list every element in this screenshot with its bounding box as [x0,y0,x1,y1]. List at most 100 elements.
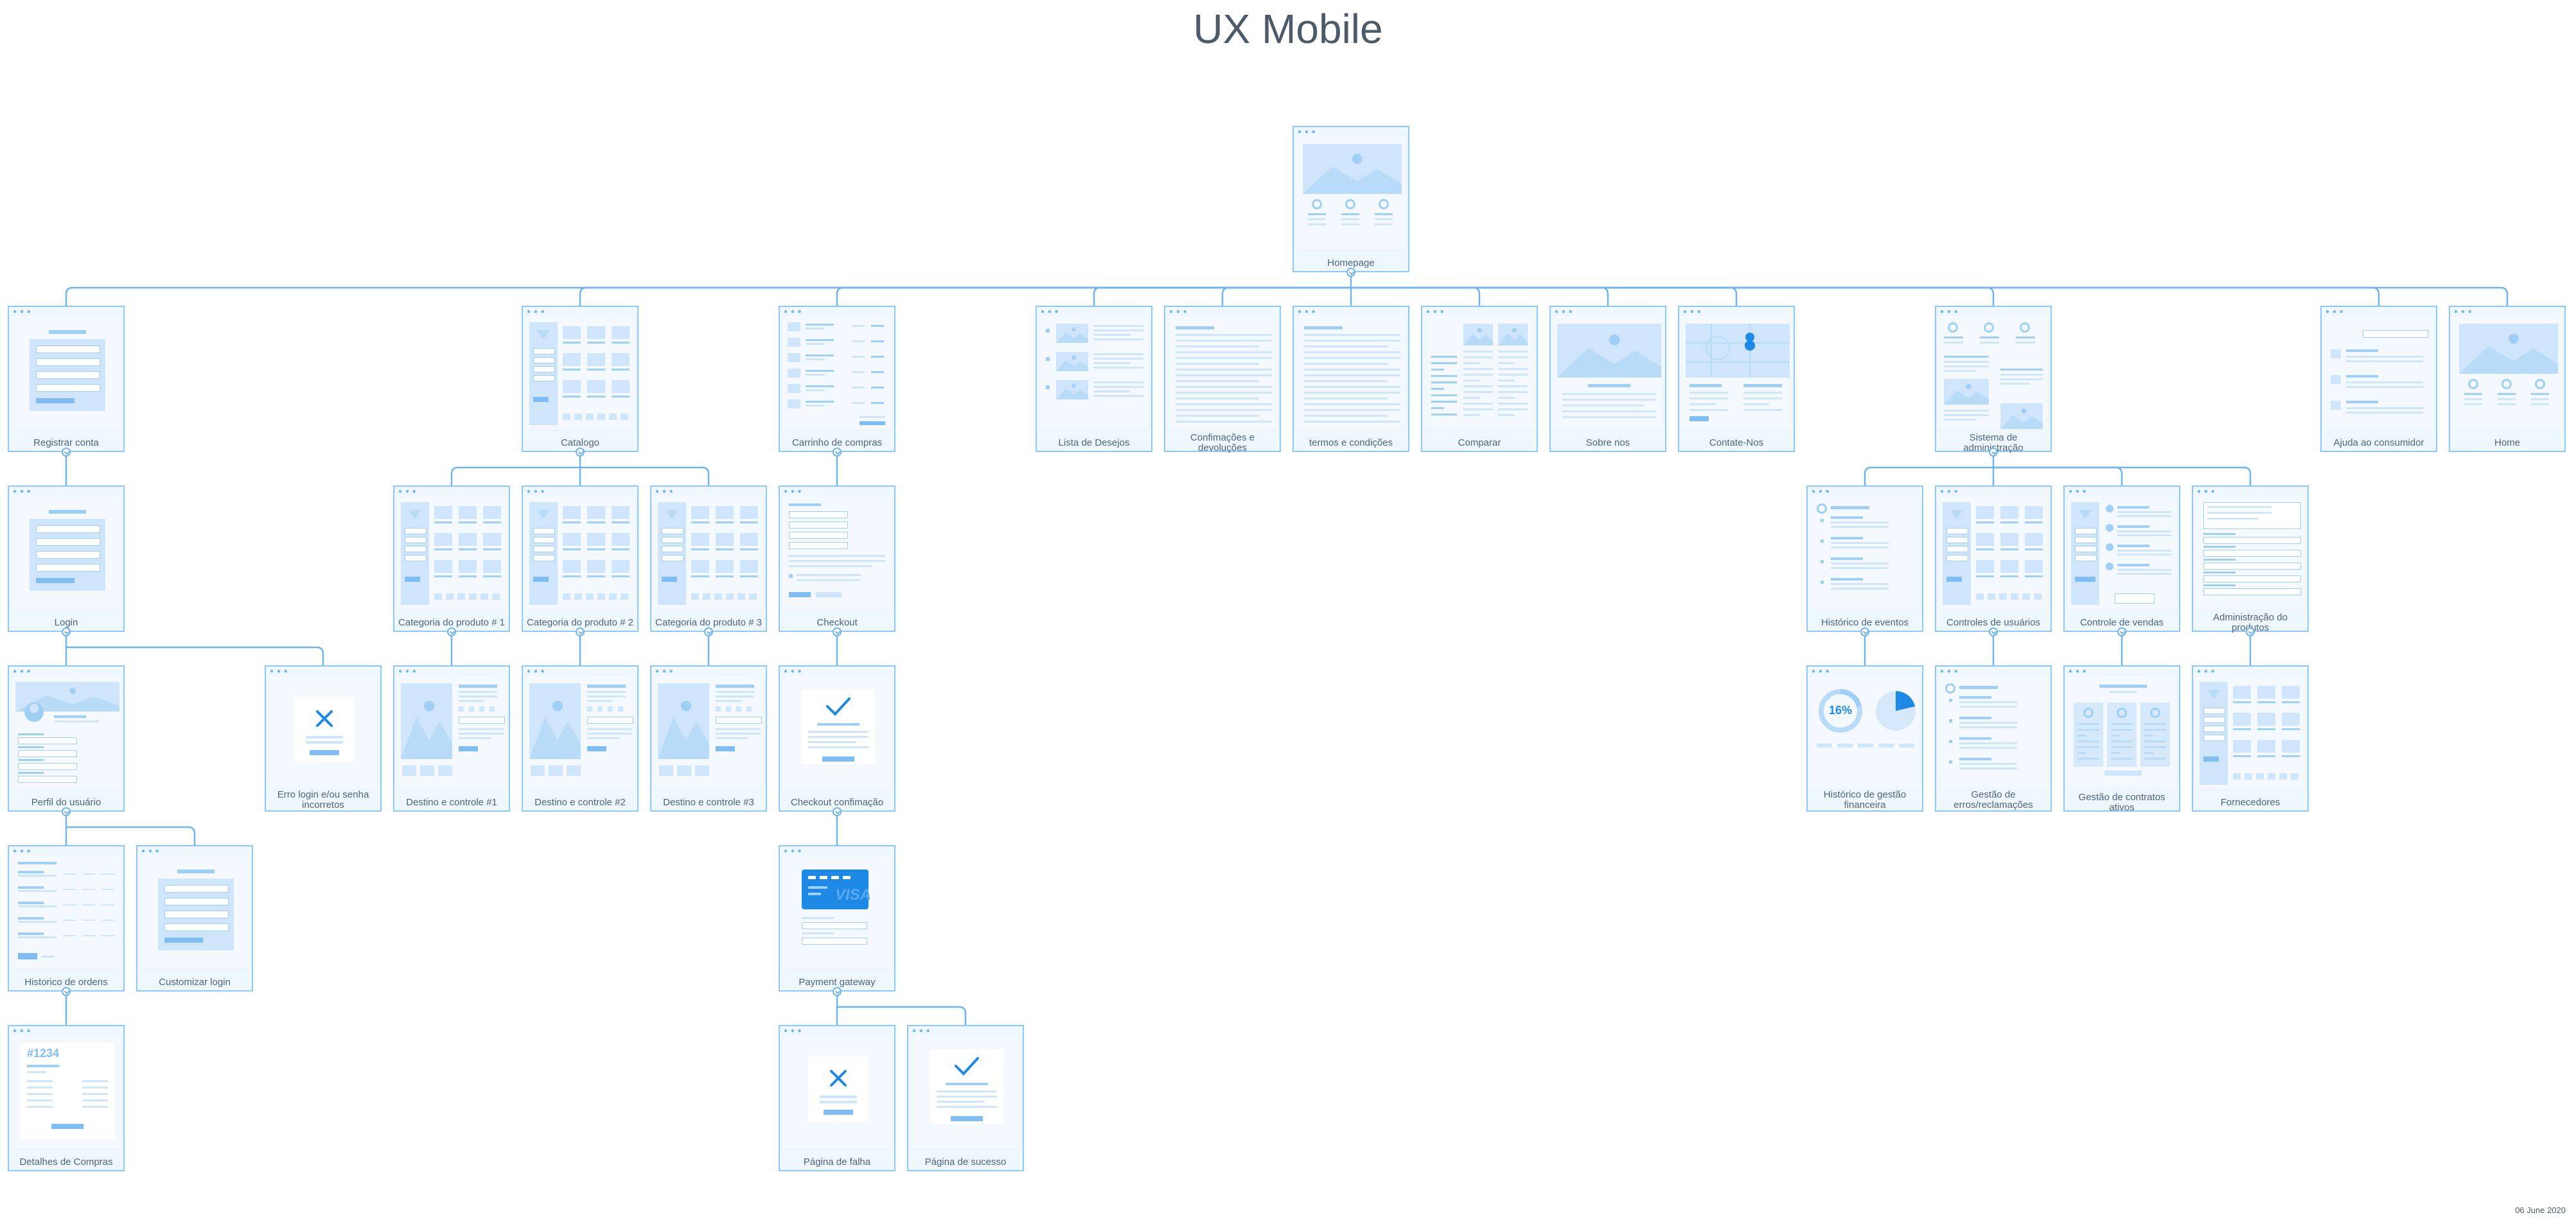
window-dots-icon: ● ● ● [1683,308,1702,315]
wireframe-thumbnail [525,677,635,789]
wireframe-thumbnail [2067,497,2176,609]
wireframe-thumbnail [1939,677,2048,789]
screen-label: Confimações e devoluções [1190,432,1255,453]
screen-node-registrar: ● ● ●Registrar conta [8,306,125,452]
expand-toggle-icon[interactable] [2117,627,2126,636]
expand-toggle-icon[interactable] [62,807,71,816]
screen-label: Página de sucesso [924,1157,1007,1167]
screen-label: Detalhes de Compras [19,1157,113,1167]
expand-toggle-icon[interactable] [1989,448,1998,457]
screen-label: Customizar login [159,977,231,988]
expand-toggle-icon[interactable] [1989,627,1998,636]
wireframe-thumbnail [1425,317,1534,429]
screen-label: Histórico de gestão financeira [1823,789,1907,810]
window-dots-icon: ● ● ● [784,668,802,675]
expand-toggle-icon[interactable] [62,627,71,636]
expand-toggle-icon[interactable] [833,448,842,457]
screen-node-adm_produtos: ● ● ●Administração do produtos [2192,485,2309,633]
wireframe-thumbnail [12,497,121,609]
screen-node-termos: ● ● ●termos e condições [1292,306,1409,452]
screen-label: termos e condições [1309,437,1393,448]
wireframe-thumbnail [525,317,635,429]
screen-node-destino2: ● ● ●Destino e controle #2 [522,665,639,812]
screen-node-gestao_erros: ● ● ●Gestão de erros/reclamações [1935,665,2052,812]
connector-line [837,1006,967,1025]
window-dots-icon: ● ● ● [270,668,288,675]
expand-toggle-icon[interactable] [62,987,71,996]
window-dots-icon: ● ● ● [13,848,31,855]
wireframe-thumbnail [654,497,763,609]
screen-node-cat1: ● ● ●Categoria do produto # 1 [393,485,510,632]
connector-line [1351,286,2380,306]
wireframe-thumbnail [140,857,249,968]
expand-toggle-icon[interactable] [62,448,71,457]
expand-toggle-icon[interactable] [833,807,842,816]
screen-label: Destino e controle #1 [406,797,497,808]
screen-node-custom_login: ● ● ● Customizar login [136,845,253,992]
connector-line [1351,286,1481,306]
window-dots-icon: ● ● ● [398,668,417,675]
screen-label: Categoria do produto # 1 [398,617,505,628]
screen-label: Categoria do produto # 3 [655,617,762,628]
screen-node-destino3: ● ● ●Destino e controle #3 [650,665,767,812]
connector-line [1351,286,1738,306]
wireframe-thumbnail [12,677,121,789]
screen-label: Home [2494,437,2520,448]
window-dots-icon: ● ● ● [13,668,31,675]
screen-node-contate: ● ● ●Contate-Nos [1678,306,1795,452]
window-dots-icon: ● ● ● [2325,308,2344,315]
wireframe-thumbnail: VISA [782,857,892,968]
screen-node-ctrl_vendas: ● ● ●Controle de vendas [2063,485,2180,632]
expand-toggle-icon[interactable] [576,448,585,457]
expand-toggle-icon[interactable] [704,627,713,636]
screen-node-confirmacoes: ● ● ●Confimações e devoluções [1164,306,1281,453]
screen-node-login: ● ● ●Login [8,485,125,632]
screen-node-sobre: ● ● ●Sobre nos [1549,306,1666,452]
window-dots-icon: ● ● ● [784,848,802,855]
invoice-number: #1234 [27,1047,60,1060]
page-title: UX Mobile [1193,6,1383,52]
expand-toggle-icon[interactable] [833,627,842,636]
wireframe-thumbnail [782,677,892,789]
connector-line [66,826,196,845]
window-dots-icon: ● ● ● [912,1027,931,1035]
connector-line [579,286,1351,306]
expand-toggle-icon[interactable] [576,627,585,636]
expand-toggle-icon[interactable] [833,987,842,996]
screen-label: Erro login e/ou senha incorretos [277,789,369,810]
wireframe-thumbnail [397,497,506,609]
screen-node-ctrl_usuarios: ● ● ●Controles de usuários [1935,485,2052,632]
wireframe-thumbnail [2196,497,2305,609]
screen-node-carrinho: ● ● ●Carrinho de compras [779,306,895,452]
connector-line [580,466,710,485]
wireframe-thumbnail [911,1036,1020,1148]
screen-label: Controles de usuários [1946,617,2040,628]
screen-node-admin: ● ● ●Sistema de administração [1935,306,2052,453]
expand-toggle-icon[interactable] [2246,627,2255,636]
wireframe-thumbnail [12,317,121,429]
screen-label: Categoria do produto # 2 [527,617,633,628]
window-dots-icon: ● ● ● [2454,308,2473,315]
wireframe-thumbnail [525,497,635,609]
wireframe-thumbnail [1039,317,1149,429]
wireframe-thumbnail [1553,317,1663,429]
connector-line [1993,466,2123,485]
connector-line [66,646,324,665]
window-dots-icon: ● ● ● [527,308,545,315]
screen-node-fornecedores: ● ● ●Fornecedores [2192,665,2309,812]
screen-label: Histórico de eventos [1821,617,1909,628]
window-dots-icon: ● ● ● [784,488,802,495]
screen-node-homepage: ● ● ●Homepage [1292,126,1409,272]
screen-label: Destino e controle #3 [663,797,754,808]
screen-node-ajuda: ● ● ●Ajuda ao consumidor [2320,306,2437,452]
screen-node-falha: ● ● ●Página de falha [779,1025,895,1171]
window-dots-icon: ● ● ● [1298,128,1316,136]
wireframe-thumbnail [269,677,378,789]
expand-toggle-icon[interactable] [1346,268,1355,277]
window-dots-icon: ● ● ● [141,848,160,855]
window-dots-icon: ● ● ● [13,488,31,495]
expand-toggle-icon[interactable] [1860,627,1869,636]
expand-toggle-icon[interactable] [447,627,456,636]
